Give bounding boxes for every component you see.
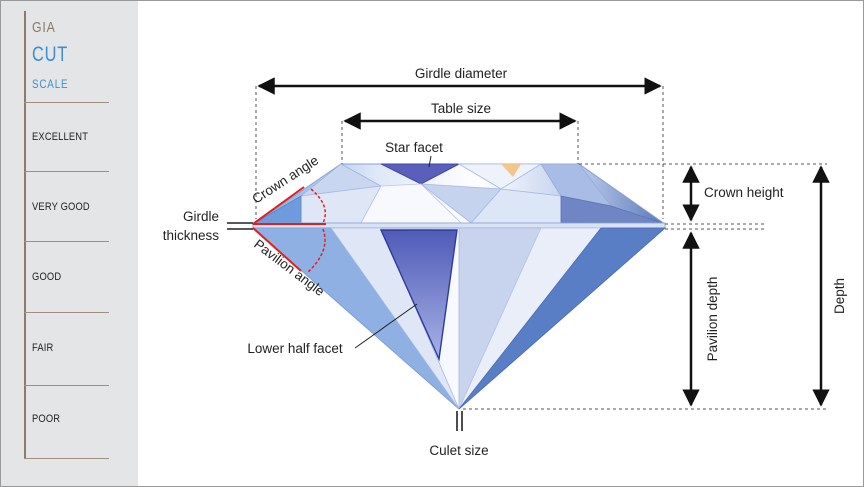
brand-gia: GIA	[32, 19, 56, 36]
scale-tick	[24, 458, 109, 459]
diamond-crown	[251, 163, 667, 225]
label-crown-height: Crown height	[704, 185, 784, 200]
lower-half-leader	[354, 303, 418, 349]
scale-tick	[24, 171, 109, 172]
star-facet-leader	[428, 155, 432, 168]
label-star-facet: Star facet	[385, 140, 443, 155]
label-table-size: Table size	[431, 101, 491, 116]
grade-very-good: VERY GOOD	[32, 201, 90, 213]
grade-good: GOOD	[32, 271, 62, 283]
scale-tick	[24, 385, 109, 386]
label-girdle-diameter: Girdle diameter	[415, 66, 508, 81]
scale-tick	[24, 312, 109, 313]
brand-cut: CUT	[32, 43, 69, 66]
cut-scale-sidebar: GIA CUT SCALE EXCELLENT VERY GOOD GOOD F…	[1, 1, 138, 486]
brand-scale: SCALE	[32, 77, 69, 91]
guide-lines	[255, 86, 827, 410]
grade-excellent: EXCELLENT	[32, 131, 89, 143]
label-lower-half-facet: Lower half facet	[247, 341, 343, 356]
lower-half-facet-shape	[379, 229, 458, 362]
grade-fair: FAIR	[32, 342, 54, 354]
grade-poor: POOR	[32, 413, 61, 425]
thickness-marks	[227, 222, 463, 431]
scale-tick	[24, 241, 109, 242]
angle-markers	[252, 186, 326, 274]
dimension-arrows	[257, 77, 830, 407]
scale-axis-line	[24, 11, 26, 459]
label-culet-size: Culet size	[429, 443, 488, 458]
label-girdle-thickness-1: Girdle	[183, 209, 219, 224]
label-depth: Depth	[832, 278, 847, 314]
label-pavilion-depth: Pavilion depth	[705, 277, 720, 362]
label-girdle-thickness-2: thickness	[163, 228, 220, 243]
scale-tick	[24, 102, 109, 103]
diamond-pavilion	[251, 227, 667, 410]
